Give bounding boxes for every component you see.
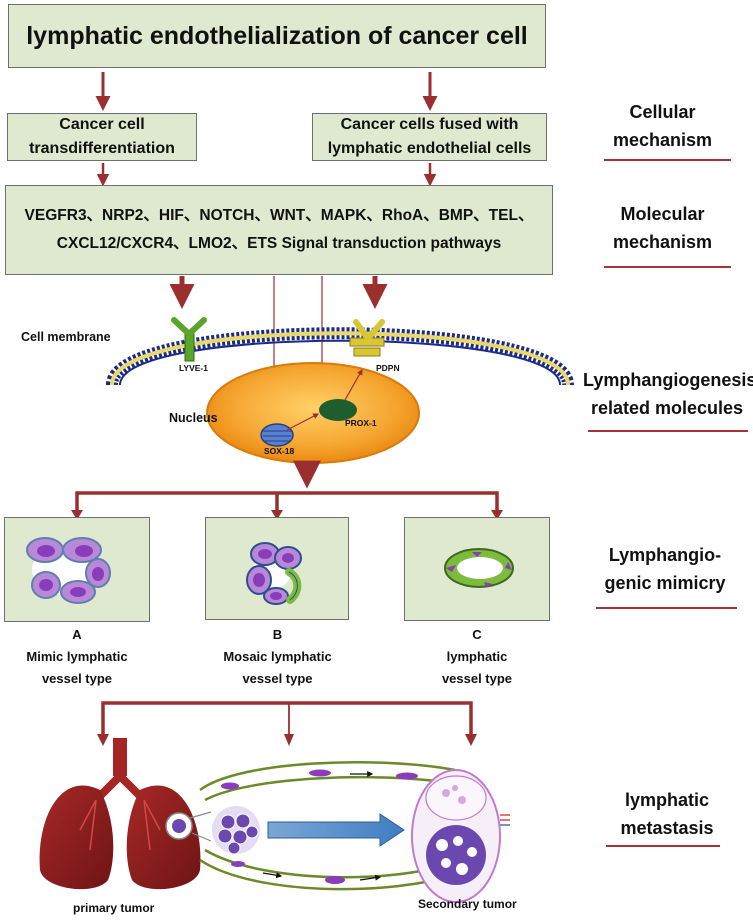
type-branch-arrows: [71, 460, 503, 520]
side-metastasis-2: metastasis: [620, 818, 714, 838]
type-c-caption: C lymphatic vessel type: [408, 624, 546, 690]
side-molecular-1: Molecular: [620, 204, 705, 224]
panel-a: [4, 517, 150, 622]
fused-line-2: lymphatic endothelial cells: [327, 140, 532, 157]
transdiff-line-1: Cancer cell: [59, 116, 145, 133]
side-divider-2: [604, 266, 731, 268]
type-a-name-1: Mimic lymphatic: [26, 649, 128, 664]
primary-tumor-label: primary tumor: [73, 901, 155, 915]
type-c-name-1: lymphatic: [446, 649, 508, 664]
progression-arrow: [267, 813, 405, 847]
prox1-label: PROX-1: [345, 418, 377, 428]
type-c-letter: C: [472, 627, 482, 642]
type-b-letter: B: [272, 627, 283, 642]
molecular-line-2: CXCL12/CXCR4、LMO2、ETS Signal transductio…: [56, 235, 502, 252]
cell-membrane: [105, 327, 575, 387]
side-label-cellular: Cellular mechanism: [590, 98, 735, 154]
side-lymphangio-1: Lymphangiogenesis: [583, 370, 753, 390]
side-label-mimicry: Lymphangio- genic mimicry: [595, 541, 735, 597]
side-divider-1: [604, 159, 731, 161]
pdpn-receptor: [349, 319, 385, 357]
side-divider-4: [596, 607, 737, 609]
nucleus-label: Nucleus: [169, 411, 218, 425]
lungs: [39, 738, 212, 890]
side-divider-5: [606, 845, 720, 847]
cell-membrane-label: Cell membrane: [21, 330, 111, 344]
type-a-caption: A Mimic lymphatic vessel type: [8, 624, 146, 690]
side-mimicry-2: genic mimicry: [604, 573, 726, 593]
type-a-name-2: vessel type: [41, 671, 113, 686]
lyve1-label: LYVE-1: [179, 363, 208, 373]
type-a-letter: A: [72, 627, 82, 642]
lyve1-receptor: [171, 317, 207, 362]
molecular-box: VEGFR3、NRP2、HIF、NOTCH、WNT、MAPK、RhoA、BMP、…: [5, 185, 553, 275]
side-lymphangio-2: related molecules: [590, 398, 744, 418]
transdifferentiation-box: Cancer cell transdifferentiation: [7, 113, 197, 161]
side-label-lymphangiogenesis: Lymphangiogenesis related molecules: [583, 366, 753, 422]
type-b-caption: B Mosaic lymphatic vessel type: [205, 624, 350, 690]
title-box: lymphatic endothelialization of cancer c…: [8, 4, 546, 68]
metastasis-branch: [97, 701, 477, 746]
side-label-metastasis: lymphatic metastasis: [612, 786, 722, 842]
panel-c: [404, 517, 550, 621]
side-molecular-2: mechanism: [612, 232, 713, 252]
type-c-name-2: vessel type: [441, 671, 513, 686]
side-divider-3: [588, 430, 748, 432]
molecular-line-1: VEGFR3、NRP2、HIF、NOTCH、WNT、MAPK、RhoA、BMP、…: [24, 207, 534, 224]
fusion-box: Cancer cells fused with lymphatic endoth…: [312, 113, 547, 161]
pdpn-label: PDPN: [376, 363, 400, 373]
secondary-tumor-label: Secondary tumor: [418, 897, 517, 911]
side-label-molecular: Molecular mechanism: [590, 200, 735, 256]
sox18-label: SOX-18: [264, 446, 295, 456]
type-b-name-2: vessel type: [242, 671, 313, 686]
title-text: lymphatic endothelialization of cancer c…: [26, 21, 528, 50]
type-b-name-1: Mosaic lymphatic: [223, 649, 332, 664]
side-metastasis-1: lymphatic: [624, 790, 710, 810]
side-mimicry-1: Lymphangio-: [608, 545, 722, 565]
panel-b: [205, 517, 349, 620]
side-cellular-1: Cellular: [629, 102, 696, 122]
transdiff-line-2: transdifferentiation: [29, 140, 175, 157]
nucleus: [206, 362, 420, 464]
lymph-node: [411, 769, 510, 903]
fused-line-1: Cancer cells fused with: [340, 116, 519, 133]
side-cellular-2: mechanism: [612, 130, 713, 150]
top-arrows: [95, 72, 438, 187]
tumor-cluster: [212, 806, 260, 855]
